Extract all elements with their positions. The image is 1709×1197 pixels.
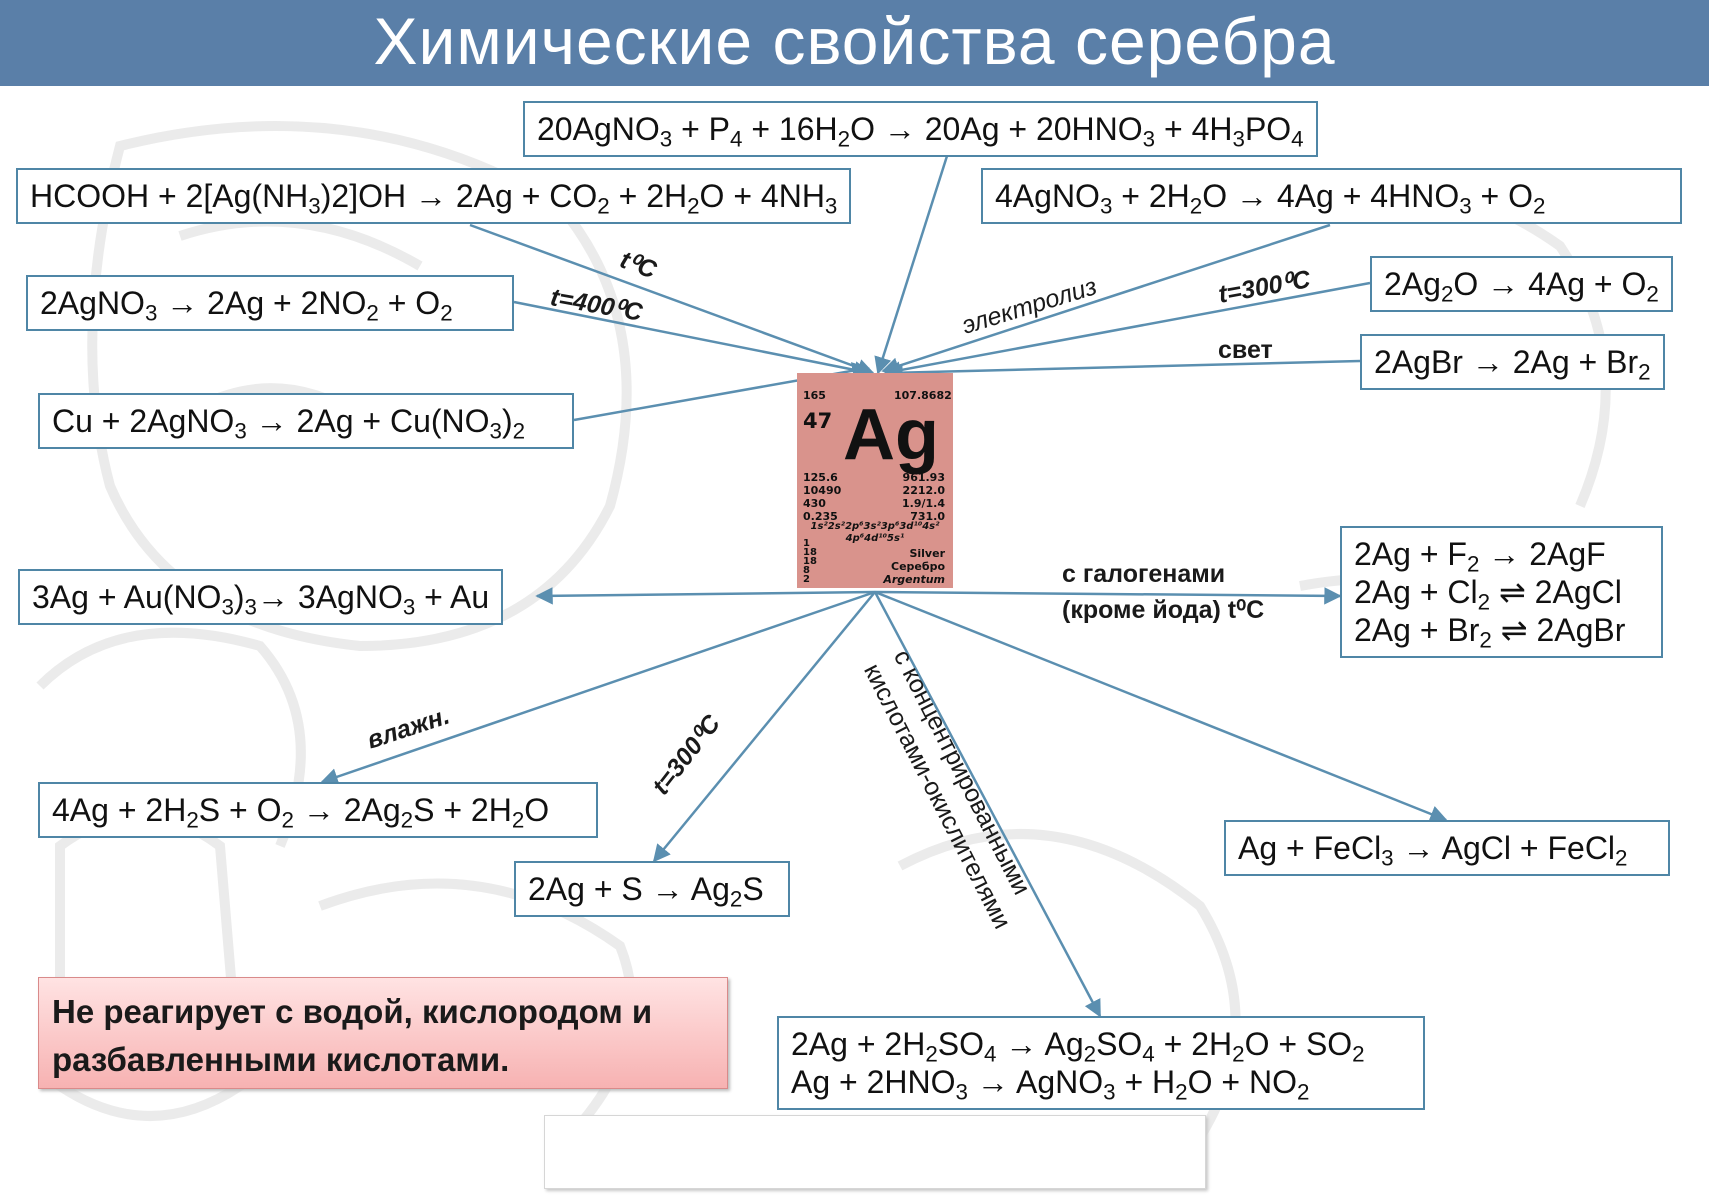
reaction-iron-chloride: Ag + FeCl3 → AgCl + FeCl2 [1224,820,1670,876]
tile-left-value: 125.6 [803,471,838,484]
arrow-bromide [885,359,1361,382]
blank-panel [544,1115,1206,1189]
tile-right-value: 731.0 [910,510,945,523]
arrow-acids [873,591,1102,1018]
reaction-bromide-light: 2AgBr → 2Ag + Br2 [1360,334,1665,390]
no-reaction-note: Не реагирует с водой, кислородом и разба… [38,977,728,1089]
tile-name-ru: Серебро [891,560,945,573]
reaction-hydrogen-sulfide: 4Ag + 2H2S + O2 → 2Ag2S + 2H2O [38,782,598,838]
label-light: свет [1218,336,1273,364]
tile-top-left: 165 [803,389,826,402]
arrow-nitrate-heat [513,300,872,379]
tile-right-value: 2212.0 [902,484,945,497]
element-tile-ag: 165 107.8682 47 Ag 125.6 10490 430 0.235… [797,373,953,588]
label-except-iodine: (кроме йода) t⁰C [1062,596,1265,624]
tile-right-value: 961.93 [902,471,945,484]
arrow-halogens [874,587,1342,605]
reaction-oxidizing-acids: 2Ag + 2H2SO4 → Ag2SO4 + 2H2O + SO2 Ag + … [777,1016,1425,1110]
tile-left-value: 430 [803,497,826,510]
tile-symbol: Ag [843,395,939,475]
reaction-halogens: 2Ag + F2 → 2AgF 2Ag + Cl2 ⇌ 2AgCl 2Ag + … [1340,526,1663,658]
arrow-phosphorus [874,155,949,375]
reaction-phosphorus: 20AgNO3 + P4 + 16H2O → 20Ag + 20HNO3 + 4… [523,101,1318,157]
tile-atomic-mass: 107.8682 [894,389,952,402]
reaction-sulfur: 2Ag + S → Ag2S [514,861,790,917]
tile-name-en: Silver [909,547,945,560]
tile-left-value: 0.235 [803,510,838,523]
arrow-sulfur [652,591,876,863]
reaction-copper: Cu + 2AgNO3 → 2Ag + Cu(NO3)2 [38,393,574,449]
arrow-oxide [883,281,1371,379]
reaction-nitrate-decomposition: 2AgNO3 → 2Ag + 2NO2 + O2 [26,275,514,331]
tile-shell: 18 [803,556,817,567]
arrow-h2s [320,590,876,786]
tile-shell: 8 [803,565,810,576]
tile-left-value: 10490 [803,484,842,497]
tile-right-value: 1.9/1.4 [902,497,945,510]
tile-config-line-1: 1s²2s²2p⁶3s²3p⁶3d¹⁰4s² [810,521,940,532]
tile-shell: 18 [803,547,817,558]
arrow-fecl3 [874,590,1448,823]
tile-name-la: Argentum [883,573,945,586]
page-title: Химические свойства серебра [0,0,1709,86]
label-halogens: с галогенами [1062,560,1226,588]
reaction-formic-acid: HCOOH + 2[Ag(NH3)2]OH → 2Ag + CO2 + 2H2O… [16,168,852,224]
tile-shell: 2 [803,574,810,585]
tile-atomic-number: 47 [803,409,833,433]
reaction-electrolysis: 4AgNO3 + 2H2O → 4Ag + 4HNO3 + O2 [981,168,1682,224]
tile-shell: 1 [803,538,810,549]
arrow-formic [469,223,875,376]
reaction-gold-nitrate: 3Ag + Au(NO3)3→ 3AgNO3 + Au [18,569,504,625]
tile-config-line-2: 4p⁶4d¹⁰5s¹ [845,533,905,544]
tile-electron-config: 1s²2s²2p⁶3s²3p⁶3d¹⁰4s² 4p⁶4d¹⁰5s¹ [805,521,945,545]
arrow-electrolysis [881,223,1331,375]
reaction-oxide-decomposition: 2Ag2O → 4Ag + O2 [1370,256,1673,312]
arrow-gold [535,587,876,605]
